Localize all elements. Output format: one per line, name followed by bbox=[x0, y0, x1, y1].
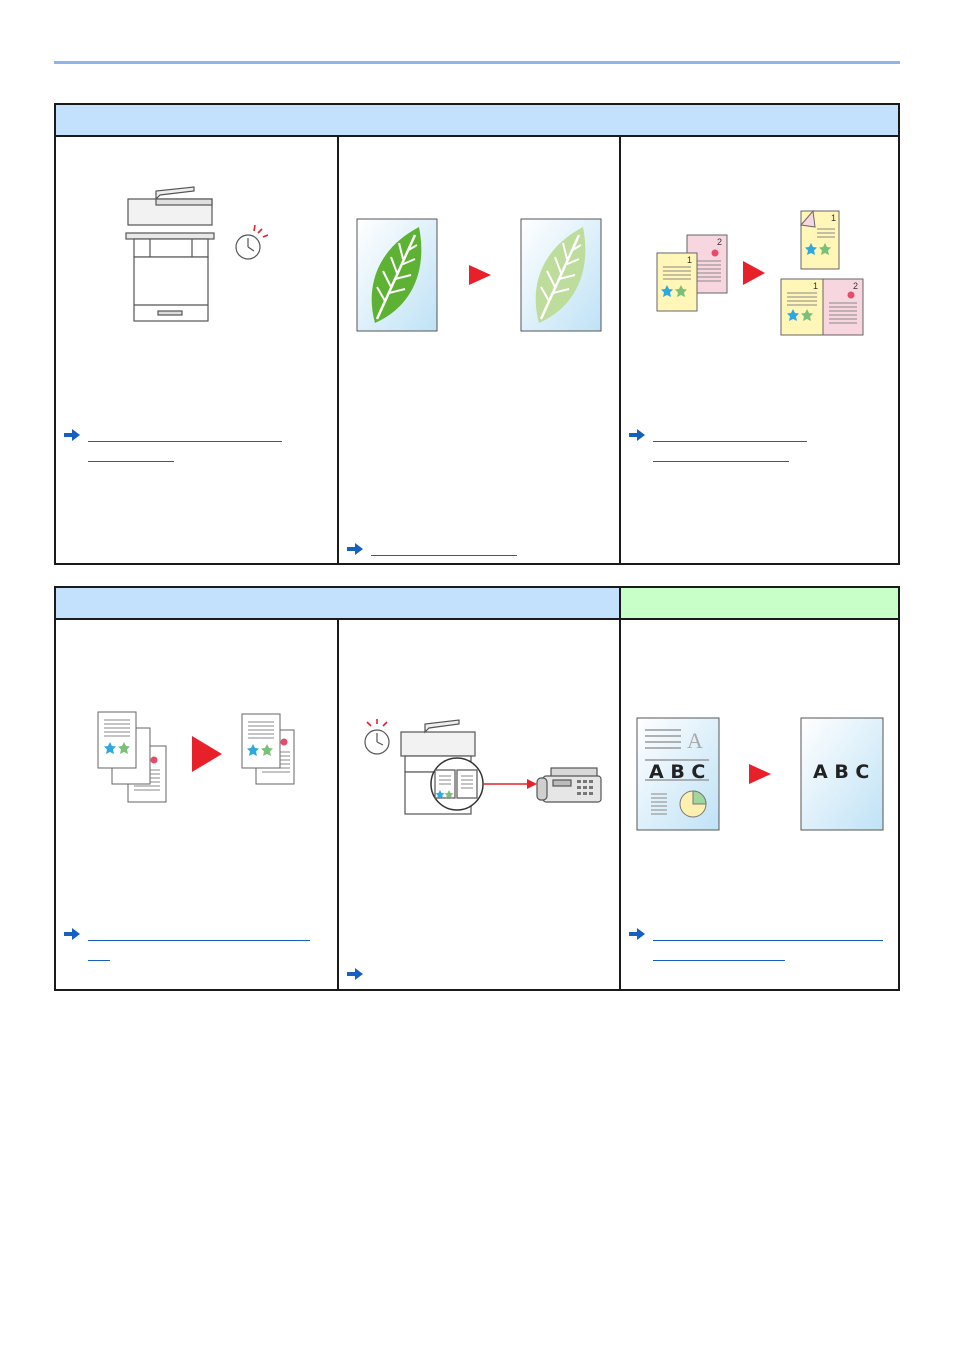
ref-arrow-icon bbox=[629, 928, 645, 940]
combine-link[interactable] bbox=[88, 924, 310, 964]
link-line[interactable] bbox=[653, 445, 789, 465]
ref-arrow-icon bbox=[347, 543, 363, 555]
link-line[interactable] bbox=[653, 425, 807, 445]
ref-arrow-icon bbox=[629, 429, 645, 441]
panel-1-header bbox=[56, 105, 898, 137]
printer-with-timer-icon bbox=[125, 186, 269, 322]
link-line[interactable] bbox=[88, 944, 110, 964]
panel-2-header-left bbox=[56, 588, 619, 620]
page-number: 2 bbox=[717, 237, 722, 247]
page-number: 1 bbox=[831, 213, 836, 223]
link-line[interactable] bbox=[371, 539, 517, 559]
reference-duplex bbox=[629, 425, 807, 465]
ref-arrow-icon bbox=[64, 429, 80, 441]
link-line[interactable] bbox=[653, 944, 785, 964]
reference-combine bbox=[64, 924, 310, 964]
feature-cell-combine bbox=[56, 620, 337, 989]
link-line[interactable] bbox=[88, 924, 310, 944]
combine-pages-icon bbox=[97, 711, 295, 803]
duplex-pages-icon: 2 1 1 1 2 bbox=[656, 209, 864, 336]
ref-arrow-icon bbox=[347, 968, 363, 980]
abc-before-text: A B C bbox=[649, 761, 705, 783]
panel-2-header-right bbox=[619, 588, 898, 620]
top-rule bbox=[54, 61, 900, 64]
delayed-fax-icon bbox=[364, 719, 602, 815]
link-line[interactable] bbox=[653, 924, 883, 944]
link-line[interactable] bbox=[88, 445, 174, 465]
page-number: 1 bbox=[687, 255, 692, 265]
abc-after-text: A B C bbox=[813, 761, 869, 783]
text-only-scan-icon: A A B C A B C bbox=[636, 717, 884, 831]
link-line[interactable] bbox=[88, 425, 282, 445]
page-number: 2 bbox=[853, 281, 858, 291]
feature-cell-delayed-fax bbox=[337, 620, 619, 989]
reference-energy-saver bbox=[64, 425, 282, 465]
ref-arrow-icon bbox=[64, 928, 80, 940]
feature-panel-1: 2 1 1 1 2 bbox=[54, 103, 900, 565]
serif-letter: A bbox=[687, 728, 703, 753]
eco-print-link[interactable] bbox=[371, 539, 517, 559]
feature-cell-duplex: 2 1 1 1 2 bbox=[619, 137, 898, 563]
text-scan-link[interactable] bbox=[653, 924, 883, 964]
feature-cell-eco-print bbox=[337, 137, 619, 563]
feature-cell-text-scan: A A B C A B C bbox=[619, 620, 898, 989]
energy-saver-link[interactable] bbox=[88, 425, 282, 465]
duplex-link[interactable] bbox=[653, 425, 807, 465]
reference-text-scan bbox=[629, 924, 883, 964]
feature-cell-energy-saver bbox=[56, 137, 337, 563]
feature-panel-2: A A B C A B C bbox=[54, 586, 900, 991]
page-number: 1 bbox=[813, 281, 818, 291]
reference-delayed-fax bbox=[347, 964, 363, 980]
reference-eco-print bbox=[347, 539, 517, 559]
leaf-toner-save-icon bbox=[356, 218, 602, 332]
